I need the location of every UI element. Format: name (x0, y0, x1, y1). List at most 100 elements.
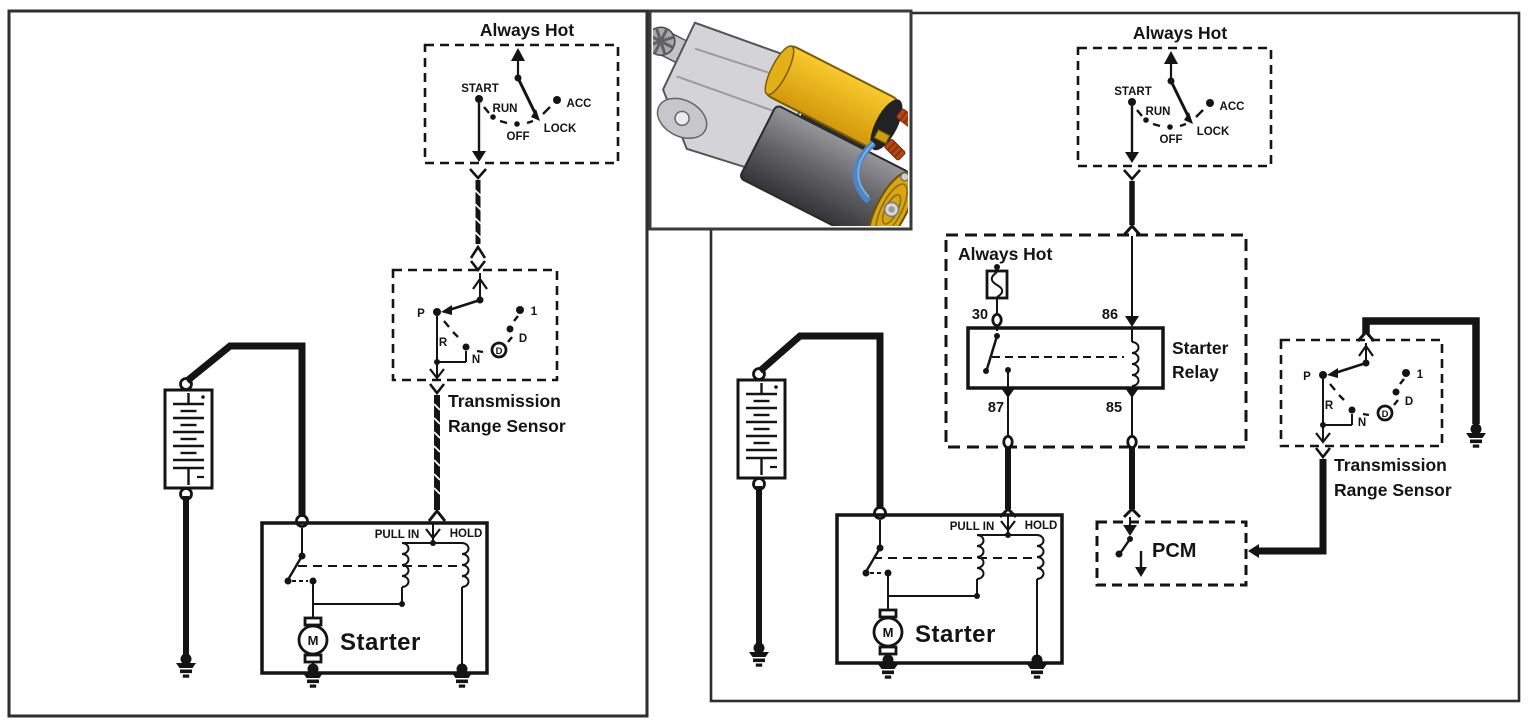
range-sensor-right: D P R N D 1 Transmission Range Sensor (1256, 317, 1486, 555)
label-lock: LOCK (1197, 126, 1230, 138)
arrow-down-icon (1123, 525, 1137, 536)
starter-motor-illustration (653, 21, 908, 226)
pcm-switch-arm (1120, 538, 1131, 553)
relay-box (966, 326, 1165, 390)
contact-off (514, 121, 520, 127)
left-panel: Always Hot START RUN OFF LOCK ACC (7, 9, 649, 718)
label-drive: D (519, 333, 527, 345)
label-low: 1 (1417, 369, 1424, 381)
wire-connector (295, 514, 309, 528)
label-start: START (461, 83, 498, 95)
relay-pin-86-label: 86 (1102, 307, 1118, 323)
contact-drive (506, 325, 514, 333)
detent-arc-dashes (1329, 378, 1405, 417)
pcm-label: PCM (1152, 540, 1196, 562)
ignition-feed-label: Always Hot (1133, 23, 1227, 43)
pcm: PCM (1095, 520, 1259, 587)
solenoid-contact-arm (287, 555, 304, 579)
arrow-down-icon (472, 151, 486, 162)
starter-right: M PULL IN HOLD Starter (835, 513, 1064, 679)
contact-start (475, 95, 483, 103)
wire-ignition-to-relay (1122, 169, 1142, 327)
label-off: OFF (1160, 134, 1183, 146)
ignition-feed-label: Always Hot (480, 20, 574, 40)
starter-label: Starter (340, 629, 421, 656)
detent-arc-dashes (443, 315, 519, 354)
contact-low (516, 306, 524, 314)
contact-neutral (462, 343, 470, 351)
label-drive-circled: D (1382, 409, 1389, 420)
battery-icon (736, 367, 787, 491)
label-run: RUN (493, 103, 518, 115)
label-acc: ACC (567, 98, 592, 110)
battery-positive-wire (757, 332, 884, 507)
starter-label: Starter (915, 621, 996, 648)
ground-icon (749, 642, 769, 667)
contact-drive (1392, 388, 1400, 396)
ground-icon (1466, 423, 1486, 448)
arrow-up-icon (472, 277, 488, 290)
label-off: OFF (507, 131, 530, 143)
pin-connector (991, 312, 1003, 328)
battery-left (163, 342, 309, 678)
range-sensor-label-line2: Range Sensor (1334, 480, 1452, 500)
range-sensor-label-line1: Transmission (448, 391, 561, 411)
ignition-switch-left: Always Hot START RUN OFF LOCK ACC (423, 20, 620, 165)
label-neutral: N (472, 354, 480, 366)
wire-85-to-pcm (1122, 448, 1142, 526)
sensor-ground-wire (1362, 317, 1480, 424)
relay-coil-icon (1131, 341, 1140, 387)
contact-acc (1206, 99, 1214, 107)
contact-low (1402, 369, 1410, 377)
arrow-down-icon (1001, 388, 1015, 398)
arrow-down-icon (1135, 567, 1147, 577)
contact-acc (553, 96, 561, 104)
pcm-box (1095, 520, 1248, 587)
motor-letter: M (883, 625, 894, 640)
pin-connector (1126, 434, 1138, 450)
label-start: START (1114, 86, 1151, 98)
solenoid-contact-arm (865, 547, 882, 571)
battery-icon (163, 377, 214, 501)
range-sensor-label-line1: Transmission (1334, 455, 1447, 475)
range-sensor-box (1279, 338, 1444, 448)
hold-coil-icon (1036, 534, 1045, 580)
ignition-wiper-arm (516, 77, 538, 116)
label-lock: LOCK (544, 123, 577, 135)
drive-indicator-circle (490, 341, 508, 359)
label-reverse: R (439, 337, 448, 349)
terminal-stud (896, 108, 908, 129)
label-drive: D (1405, 396, 1413, 408)
arrow-up-icon (1164, 51, 1178, 64)
label-reverse: R (1325, 400, 1334, 412)
ground-icon (303, 663, 323, 688)
ignition-switch-right: Always Hot START RUN OFF LOCK ACC (1076, 23, 1273, 168)
pull-in-label: PULL IN (950, 521, 995, 533)
right-panel-border (709, 11, 1521, 703)
detent-arc-dashes (483, 106, 551, 125)
label-neutral: N (1358, 417, 1366, 429)
hold-label: HOLD (450, 528, 483, 540)
label-low: 1 (531, 306, 538, 318)
hold-coil-icon (461, 542, 470, 588)
ground-icon (1027, 654, 1047, 679)
starter-relay-assembly: Always Hot 30 86 87 85 (944, 233, 1248, 450)
arrow-down-icon (1125, 152, 1139, 163)
terminal-stud (884, 139, 906, 161)
range-sensor-left: D P R N D 1 Transmission Range Sensor (391, 268, 566, 436)
contact-run (490, 114, 496, 120)
wire-ignition-to-sensor (469, 168, 487, 273)
starter-photo (648, 9, 913, 231)
label-park: P (1303, 371, 1311, 383)
motor-letter: M (308, 633, 319, 648)
pin-connector (1002, 434, 1014, 450)
contact-park (1319, 371, 1327, 379)
arrow-down-icon (1125, 316, 1139, 327)
relay-assembly-box (944, 233, 1248, 449)
relay-label-line2: Relay (1172, 362, 1219, 382)
relay-pin-30-label: 30 (972, 307, 988, 323)
relay-pin-87-label: 87 (988, 400, 1004, 416)
arrow-up-icon (511, 48, 525, 61)
starter-box (260, 521, 489, 675)
